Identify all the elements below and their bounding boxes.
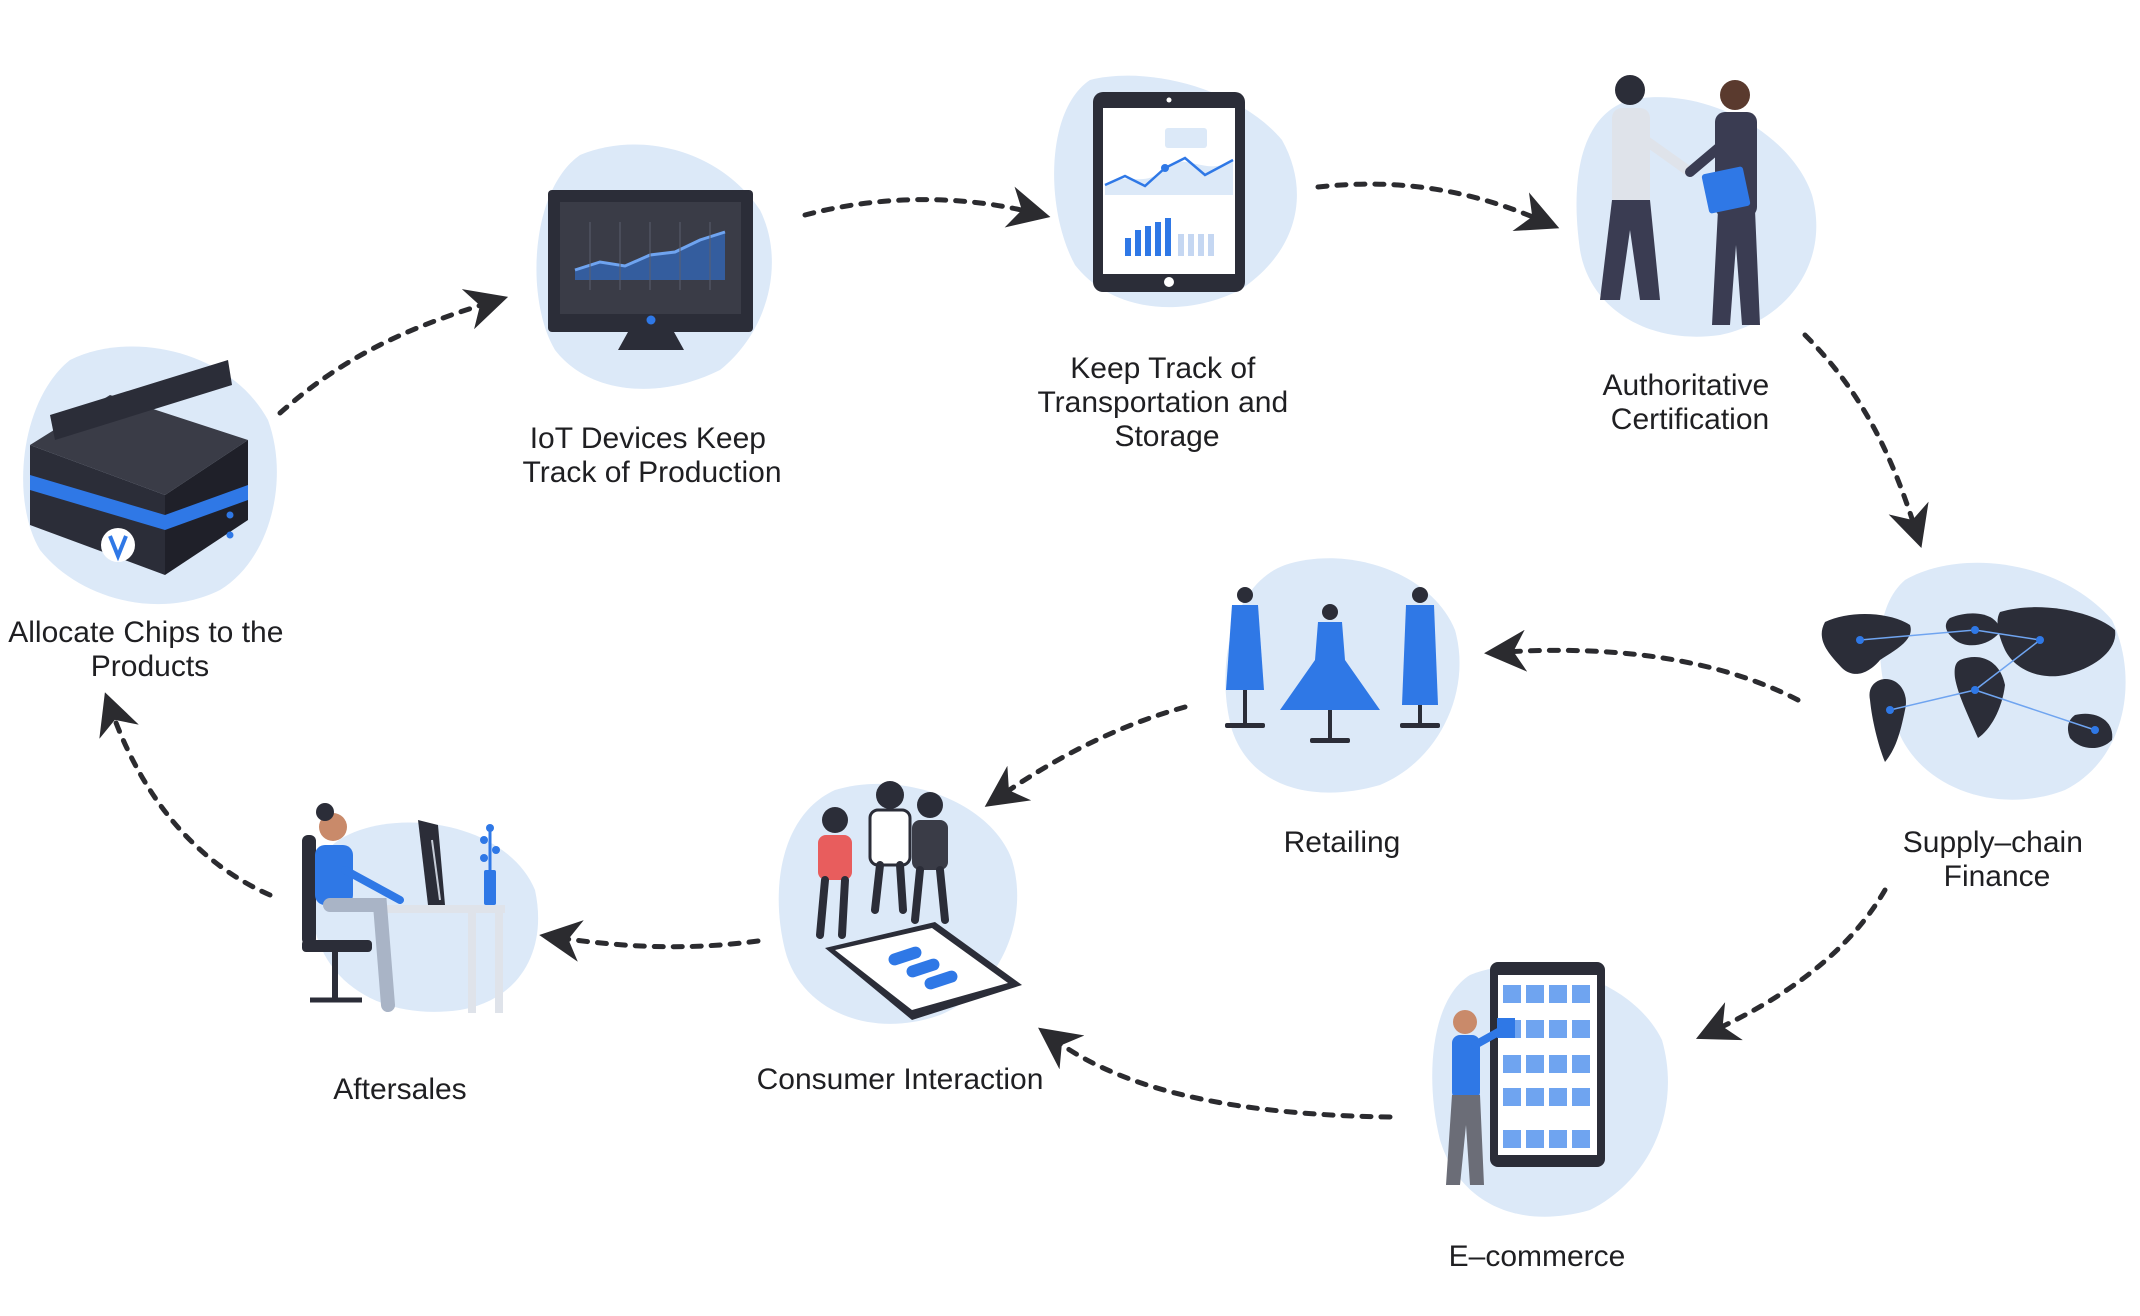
node-iot: IoT Devices Keep Track of Production bbox=[523, 144, 782, 489]
node-ecommerce: E–commerce bbox=[1432, 962, 1668, 1273]
label-transport: Keep Track of Transportation and Storage bbox=[1037, 352, 1296, 453]
arrow-aftersales-to-allocate bbox=[99, 692, 273, 898]
node-certification: Authoritative Certification bbox=[1576, 75, 1817, 436]
people-phone-icon bbox=[816, 781, 1022, 1020]
arrow-consumer-to-aftersales bbox=[539, 920, 761, 962]
arrow-ecommerce-to-consumer bbox=[1038, 1027, 1393, 1120]
label-finance: Supply–chain Finance bbox=[1903, 826, 2091, 893]
handshake-icon bbox=[1600, 75, 1760, 325]
label-iot: IoT Devices Keep Track of Production bbox=[523, 422, 782, 489]
node-aftersales: Aftersales bbox=[302, 803, 539, 1106]
node-retailing: Retailing bbox=[1225, 558, 1460, 859]
arrow-retailing-to-consumer bbox=[984, 704, 1188, 807]
flow-arrows bbox=[99, 181, 1929, 1120]
arrow-transport-to-certification bbox=[1315, 181, 1560, 232]
label-consumer: Consumer Interaction bbox=[757, 1063, 1044, 1096]
node-finance: Supply–chain Finance bbox=[1821, 562, 2126, 893]
arrow-iot-to-transport bbox=[802, 186, 1051, 228]
arrow-finance-to-ecommerce bbox=[1695, 887, 1888, 1041]
chip-box-icon bbox=[30, 360, 248, 575]
label-allocate: Allocate Chips to the Products bbox=[8, 616, 292, 683]
node-consumer: Consumer Interaction bbox=[757, 781, 1044, 1096]
arrow-certification-to-finance bbox=[1802, 332, 1929, 548]
blob-aftersales bbox=[311, 822, 539, 1012]
mannequins-icon bbox=[1225, 587, 1440, 743]
label-certification: Authoritative Certification bbox=[1602, 369, 1777, 436]
arrow-finance-to-retailing bbox=[1484, 629, 1801, 703]
tablet-analytics-icon bbox=[1093, 92, 1245, 292]
node-allocate: Allocate Chips to the Products bbox=[8, 346, 292, 683]
node-transport: Keep Track of Transportation and Storage bbox=[1037, 75, 1297, 453]
arrow-allocate-to-iot bbox=[277, 289, 509, 416]
phone-shopping-icon bbox=[1446, 962, 1605, 1185]
monitor-chart-icon bbox=[548, 190, 753, 350]
network-lines bbox=[1859, 629, 2096, 731]
person-desk-icon bbox=[302, 803, 505, 1013]
label-ecommerce: E–commerce bbox=[1449, 1240, 1626, 1273]
label-aftersales: Aftersales bbox=[333, 1073, 466, 1106]
label-retailing: Retailing bbox=[1284, 826, 1401, 859]
